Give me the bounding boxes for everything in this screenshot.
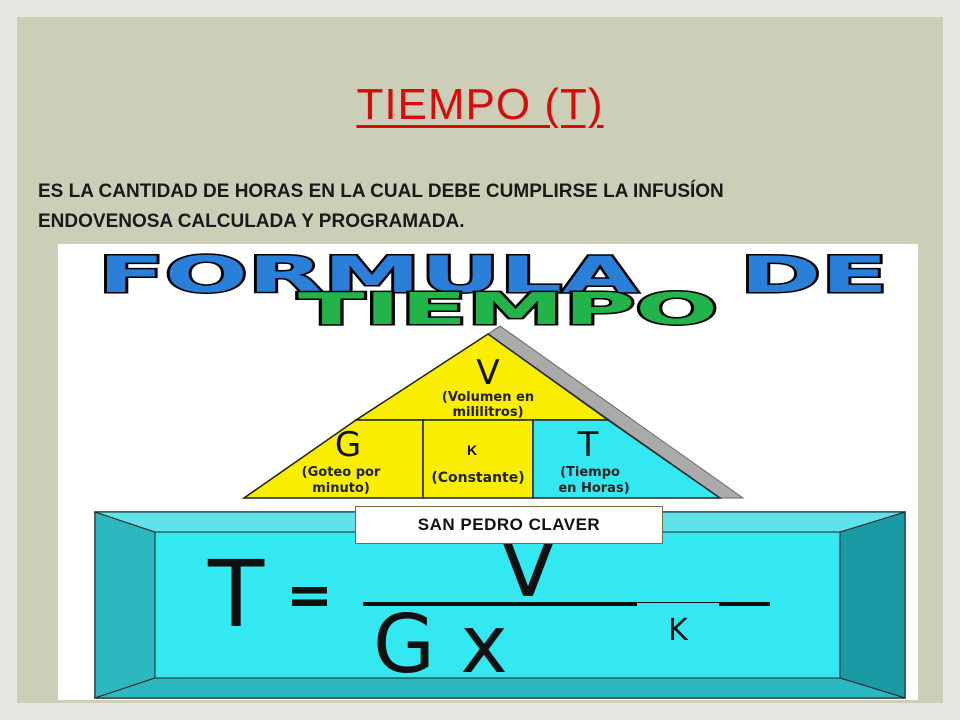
heading-line-1: FORMULA DE — [98, 246, 888, 304]
triangle-right — [532, 419, 723, 499]
triangle-left-caption-1: (Goteo por — [302, 465, 381, 480]
description-line-1: ES LA CANTIDAD DE HORAS EN LA CUAL DEBE … — [38, 181, 724, 202]
formula-t: T — [207, 541, 265, 648]
san-pedro-claver-label: SAN PEDRO CLAVER — [355, 506, 663, 544]
k-label-large: K — [637, 603, 719, 657]
triangle-left-letter: G — [335, 425, 361, 465]
formula-equals: = — [286, 563, 333, 628]
formula-diagram: FORMULA DE TIEMPO V (Volumen en mililitr… — [94, 245, 906, 699]
triangle-right-letter: T — [577, 425, 599, 465]
slide-title: TIEMPO (T) — [356, 80, 604, 129]
formula-figure: FORMULA DE TIEMPO V (Volumen en mililitr… — [58, 244, 918, 700]
description: ES LA CANTIDAD DE HORAS EN LA CUAL DEBE … — [38, 177, 918, 237]
triangle-right-caption-2: en Horas) — [558, 481, 629, 496]
formula-box-bevel-left — [94, 511, 156, 699]
triangle-top-caption-2: mililitros) — [452, 405, 523, 420]
triangle-top-letter: V — [476, 353, 499, 393]
description-line-2: ENDOVENOSA CALCULADA Y PROGRAMADA. — [38, 211, 465, 232]
heading-line-2: TIEMPO — [298, 284, 718, 335]
triangle-left-caption-2: minuto) — [312, 481, 370, 496]
triangle-right-caption-1: (Tiempo — [560, 465, 620, 480]
k-label-small: K — [435, 432, 509, 468]
formula-denominator: G x — [373, 598, 508, 691]
triangle-middle-caption: (Constante) — [431, 470, 524, 486]
formula-box-bevel-right — [839, 511, 906, 699]
triangle-top-caption-1: (Volumen en — [442, 390, 534, 405]
